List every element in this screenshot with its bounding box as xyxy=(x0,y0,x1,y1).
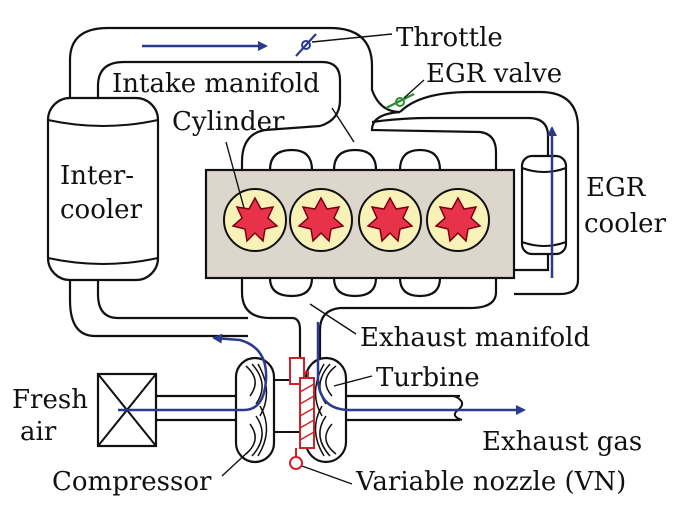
intercooler-label-line1: Inter- xyxy=(60,161,134,191)
intake-manifold xyxy=(240,99,498,171)
exhaust-gas-label: Exhaust gas xyxy=(482,427,642,457)
fresh-air-label-line1: Fresh xyxy=(12,385,88,415)
variable-nozzle xyxy=(289,357,315,470)
leader-lines xyxy=(221,33,425,485)
variable-nozzle-label: Variable nozzle (VN) xyxy=(355,467,626,497)
compressor-flow-arrow xyxy=(118,333,268,412)
fresh-air-label-line2: air xyxy=(20,417,57,447)
throttle-label: Throttle xyxy=(396,23,503,53)
exhaust-manifold xyxy=(240,277,498,360)
egr-cooler xyxy=(520,154,568,256)
egr-cooler-label-line2: cooler xyxy=(584,209,667,239)
cylinder-label: Cylinder xyxy=(172,107,285,137)
compressor-label: Compressor xyxy=(52,467,212,497)
turbine-label: Turbine xyxy=(376,363,480,393)
intake-pipe xyxy=(68,26,401,338)
labels: Throttle Intake manifold EGR valve Cylin… xyxy=(12,23,667,497)
exhaust-manifold-label: Exhaust manifold xyxy=(360,323,590,353)
cylinders xyxy=(223,188,490,252)
cylinder-2 xyxy=(289,188,353,252)
cylinder-3 xyxy=(358,188,422,252)
flow-arrows xyxy=(118,41,557,415)
cylinder-1 xyxy=(223,188,287,252)
exhaust-flow-arrow xyxy=(316,322,526,415)
intercooler xyxy=(46,96,160,282)
throttle-valve xyxy=(295,33,317,57)
egr-valve-label: EGR valve xyxy=(426,59,562,89)
egr-cooler-label-line1: EGR xyxy=(586,173,647,203)
cylinder-4 xyxy=(426,188,490,252)
intake-manifold-label: Intake manifold xyxy=(112,69,320,99)
egr-valve xyxy=(385,93,415,109)
intercooler-label-line2: cooler xyxy=(60,195,143,225)
